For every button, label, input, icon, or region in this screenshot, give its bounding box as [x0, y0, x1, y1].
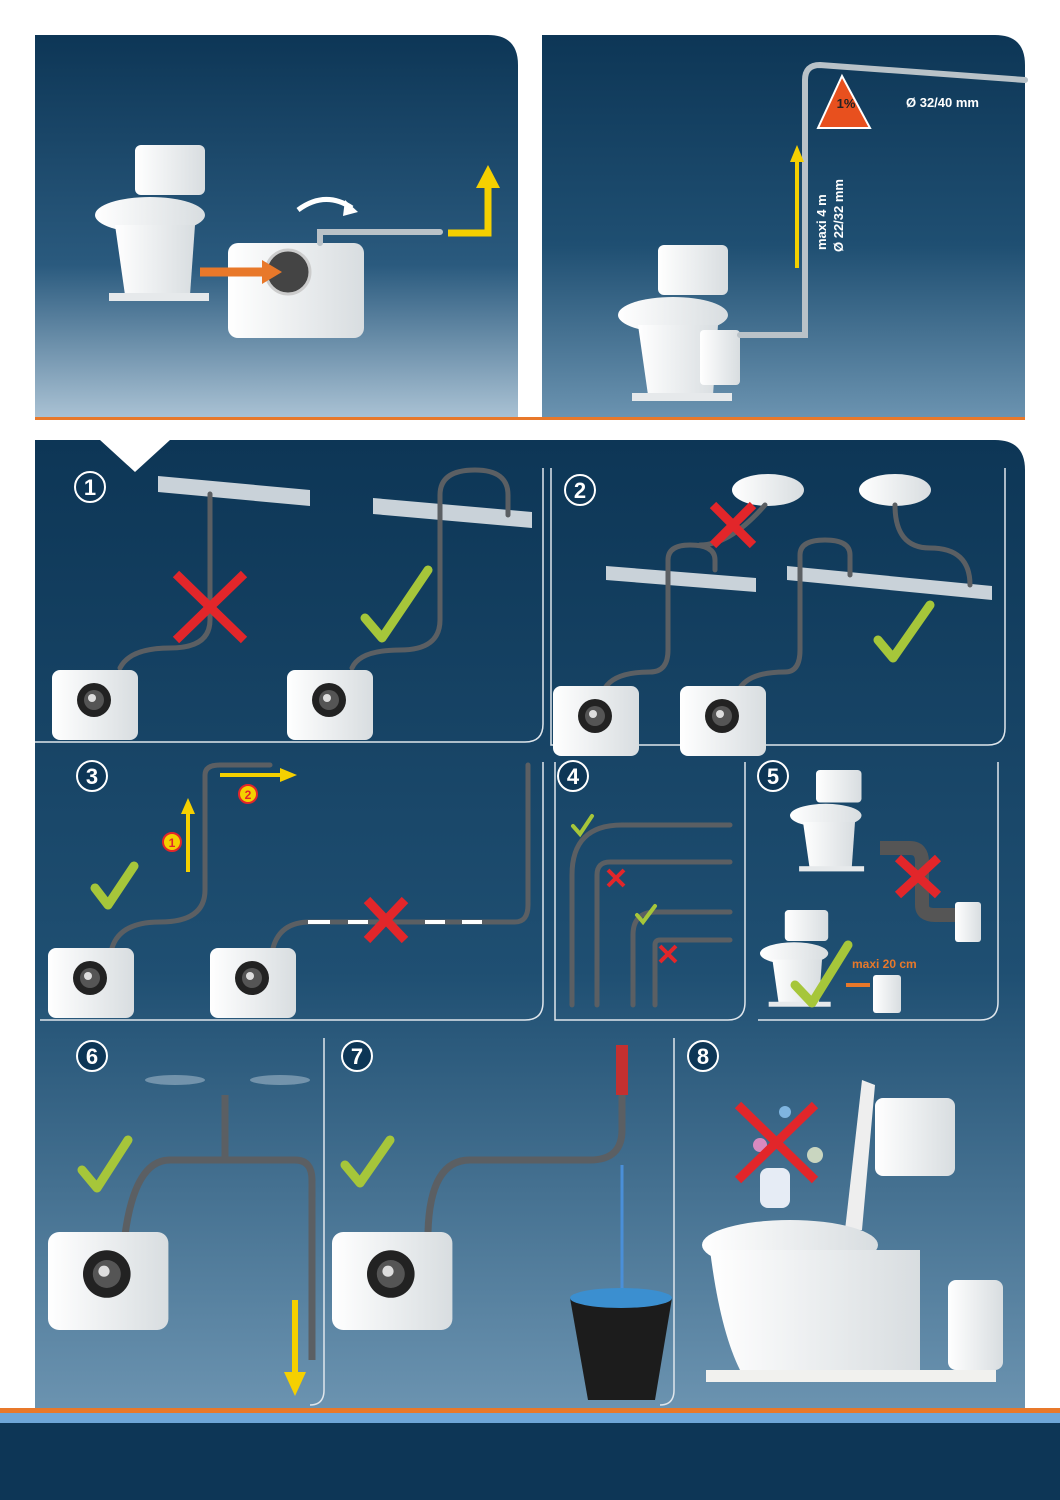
cross-icon	[606, 868, 626, 888]
footer-orange-line	[0, 1408, 1060, 1413]
check-icon	[90, 861, 139, 910]
svg-text:2: 2	[574, 478, 586, 503]
slope-badge: 1%	[816, 73, 872, 129]
cross-icon	[709, 501, 757, 549]
debris-image	[753, 1106, 823, 1208]
panel-discharge: 1% Ø 32/40 mm maxi 4 m Ø 22/32 mm	[542, 35, 1028, 418]
check-icon	[340, 1135, 395, 1188]
pump-image	[210, 948, 296, 1018]
step-8: 8	[687, 1040, 1003, 1382]
pump-image	[287, 670, 373, 740]
divider	[35, 417, 1025, 420]
cross-icon	[658, 944, 678, 964]
svg-text:4: 4	[567, 764, 580, 789]
step-1: 1	[35, 467, 544, 743]
pump-image	[52, 670, 138, 740]
cross-icon	[363, 896, 409, 944]
beam	[158, 476, 310, 506]
step-6: 6	[48, 1038, 325, 1406]
check-icon	[790, 940, 853, 1008]
check-icon	[873, 600, 935, 663]
svg-text:8: 8	[697, 1044, 709, 1069]
toilet-image	[702, 1080, 1003, 1382]
svg-text:2: 2	[245, 788, 252, 802]
marker-1: 1	[162, 832, 182, 852]
sink-image	[732, 474, 804, 506]
step-3: 3 1 2	[40, 760, 544, 1021]
svg-text:6: 6	[86, 1044, 98, 1069]
down-arrow-icon	[284, 1372, 306, 1396]
svg-text:1: 1	[84, 475, 96, 500]
panel-connection	[35, 35, 518, 418]
svg-text:1: 1	[169, 836, 176, 850]
pump-image	[48, 948, 134, 1018]
riser-diameter-label: Ø 22/32 mm	[831, 179, 846, 252]
footer-blue-line	[0, 1413, 1060, 1423]
pump-image	[873, 975, 901, 1013]
check-icon	[360, 565, 433, 643]
valve-image	[616, 1045, 628, 1095]
step-5: 5 maxi 20 cm	[757, 760, 999, 1021]
svg-text:5: 5	[767, 764, 779, 789]
svg-text:1%: 1%	[837, 96, 856, 111]
sink-image	[859, 474, 931, 506]
pump-image	[332, 1232, 453, 1330]
distance-label: maxi 20 cm	[852, 957, 917, 971]
svg-text:3: 3	[86, 764, 98, 789]
bucket-image	[570, 1288, 672, 1400]
yellow-arrow-icon	[448, 185, 492, 237]
pump-image	[48, 1232, 169, 1330]
pipe	[737, 61, 1028, 338]
marker-2: 2	[238, 784, 258, 804]
max-height-label: maxi 4 m	[814, 194, 829, 250]
svg-text:7: 7	[351, 1044, 363, 1069]
right-arrow-icon	[280, 768, 297, 782]
step-7: 7	[332, 1038, 675, 1406]
pump-image	[680, 686, 766, 756]
cross-icon	[172, 570, 248, 644]
outlet-diameter-label: Ø 32/40 mm	[906, 95, 979, 110]
footer-bar	[0, 1423, 1060, 1500]
step-2: 2	[550, 468, 1006, 756]
steps-panel	[35, 440, 1025, 1408]
beam	[373, 498, 532, 528]
pump-image	[700, 330, 740, 385]
pump-image	[553, 686, 639, 756]
check-icon	[77, 1135, 133, 1193]
cross-icon	[734, 1101, 819, 1184]
pump-image	[955, 902, 981, 942]
step-4: 4	[554, 760, 746, 1021]
cross-icon	[894, 854, 942, 899]
up-arrow-icon	[181, 798, 195, 814]
